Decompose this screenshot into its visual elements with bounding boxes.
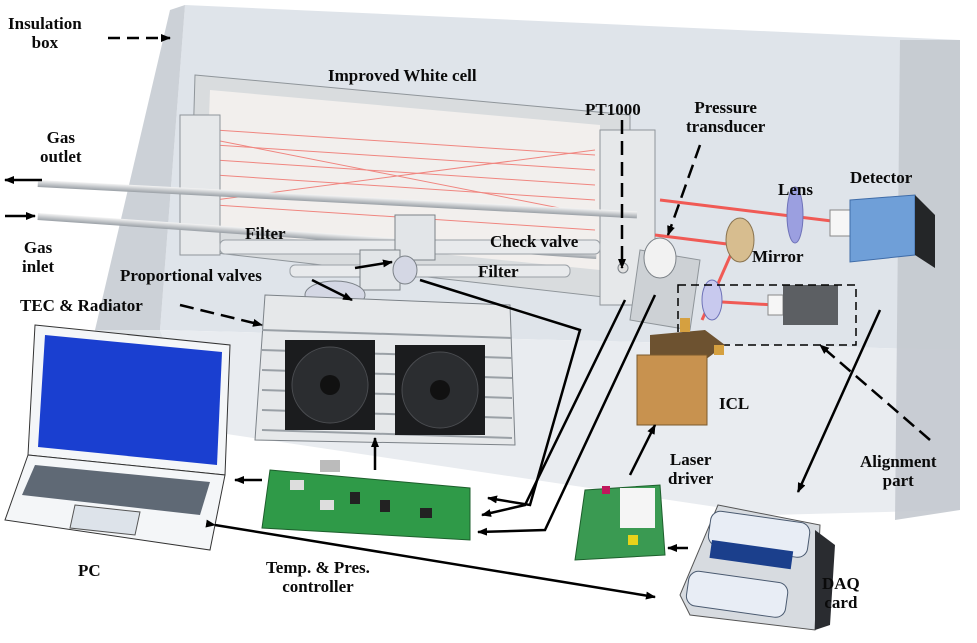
label-detector: Detector — [850, 168, 913, 187]
tec-radiator-pointer — [179, 303, 263, 327]
label-filter-2: Filter — [478, 262, 519, 281]
label-line: inlet — [22, 257, 55, 276]
label-line: Alignment — [860, 452, 937, 471]
pc-daq-link — [205, 519, 656, 600]
label-line: Gas — [23, 238, 53, 257]
label-insulation-box: Insulation box — [8, 14, 82, 52]
label-gas-outlet: Gas outlet — [40, 128, 82, 166]
lens-element — [786, 186, 804, 244]
label-line: driver — [668, 469, 714, 488]
optics — [654, 186, 935, 346]
label-line: box — [31, 33, 59, 52]
pressure-transducer-body — [643, 237, 677, 279]
valve-pointer-2 — [311, 278, 353, 302]
label-controller: Temp. & Pres. controller — [266, 558, 370, 596]
label-proportional-valves: Proportional valves — [120, 266, 262, 285]
alignment-part-box — [677, 284, 857, 346]
label-pt1000: PT1000 — [585, 100, 641, 119]
label-mirror: Mirror — [752, 247, 804, 266]
pressure-to-controller — [477, 294, 657, 536]
label-filter-1: Filter — [245, 224, 286, 243]
label-check-valve: Check valve — [490, 232, 579, 251]
controller-pcb — [261, 460, 471, 541]
icl-laser — [636, 318, 725, 426]
label-line: Gas — [46, 128, 75, 147]
label-line: Pressure — [694, 98, 757, 117]
label-line: Insulation — [8, 14, 82, 33]
detector-to-daq — [796, 309, 882, 493]
label-alignment-part: Alignment part — [860, 452, 937, 490]
detector-body — [849, 194, 916, 263]
laptop — [4, 324, 231, 551]
label-line: card — [824, 593, 858, 612]
label-daq-card: DAQ card — [822, 574, 860, 612]
valve-pointer-1 — [354, 259, 393, 270]
driver-to-icl — [628, 424, 657, 476]
label-line: part — [882, 471, 914, 490]
label-laser-driver: Laser driver — [668, 450, 713, 488]
label-line: controller — [282, 577, 354, 596]
label-white-cell: Improved White cell — [328, 66, 477, 85]
label-line: Temp. & Pres. — [266, 558, 370, 577]
label-tec-radiator: TEC & Radiator — [20, 296, 143, 315]
alignment-part-pointer — [819, 344, 931, 441]
label-lens: Lens — [778, 180, 813, 199]
valves-to-controller — [419, 278, 582, 507]
mirror-element — [725, 217, 755, 263]
label-line: transducer — [686, 117, 766, 136]
connection-lines — [4, 34, 931, 600]
label-icl: ICL — [719, 394, 750, 413]
label-line: Laser — [669, 450, 712, 469]
daq-card — [679, 504, 835, 631]
label-pressure-transducer: Pressure transducer — [686, 98, 765, 136]
label-pc: PC — [78, 561, 101, 580]
tec-radiator — [254, 294, 516, 446]
label-line: DAQ — [822, 574, 860, 593]
label-gas-inlet: Gas inlet — [22, 238, 54, 276]
laser-driver-pcb — [574, 484, 666, 561]
label-line: outlet — [40, 147, 82, 166]
pressure-transducer-pointer — [666, 144, 702, 236]
